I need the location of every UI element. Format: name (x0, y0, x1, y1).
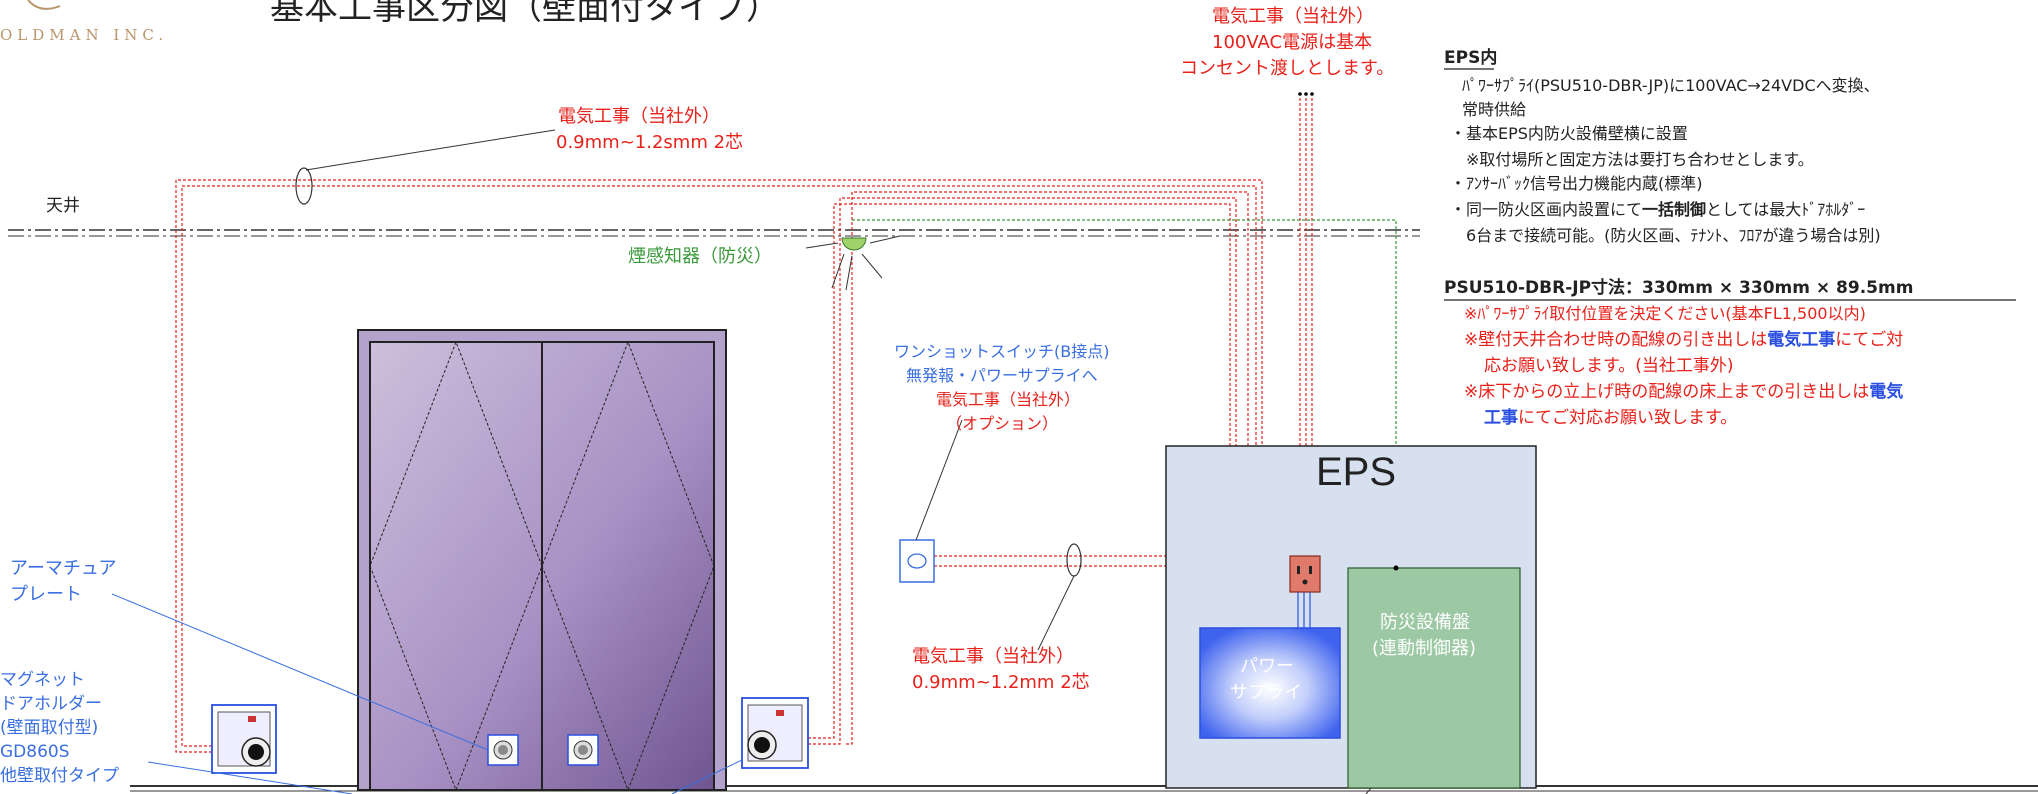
psu-note-1: ※ﾊﾟﾜｰｻﾌﾟﾗｲ取付位置を決定ください(基本FL1,500以内) (1464, 304, 1866, 323)
leader-armature (111, 593, 489, 751)
fire-panel-box (1347, 567, 1521, 789)
ceiling-label: 天井 (46, 196, 80, 216)
oneshot-label-2: 無発報・パワーサプライへ (906, 366, 1098, 385)
eps-label: EPS (1316, 450, 1397, 494)
power-supply-box (1199, 627, 1341, 739)
eps-note-6-bold: 一括制御 (1642, 200, 1707, 219)
panel-connect-dot (1393, 565, 1399, 571)
psu-note-3: 応お願い致します。(当社工事外) (1484, 356, 1734, 376)
oneshot-label-4: （オプション） (946, 414, 1059, 433)
elec-right-label-3: コンセント渡しとします。 (1180, 58, 1395, 79)
panel-label-2: (連動制御器) (1372, 638, 1477, 659)
ceiling-line (8, 229, 1420, 237)
armature-label-2: プレート (10, 584, 82, 605)
magnet-door-holder-left-icon (211, 704, 277, 774)
elec-top-label-1: 電気工事（当社外） (558, 106, 720, 127)
armature-label-1: アーマチュア (10, 558, 117, 579)
outlet-cable (1297, 592, 1311, 628)
oneshot-switch-icon (899, 539, 935, 583)
eps-note-7: 6台まで接続可能。(防火区画、ﾃﾅﾝﾄ、ﾌﾛｱが違う場合は別) (1466, 226, 1881, 245)
magnet-label-3: (壁面取付型) (0, 718, 99, 738)
cable-marker-top (295, 167, 313, 205)
double-door (357, 329, 727, 792)
armature-plate-right-icon (567, 734, 599, 766)
psu-note-2: ※壁付天井合わせ時の配線の引き出しは電気工事にてご対 (1464, 330, 1903, 350)
elec-mid-label-1: 電気工事（当社外） (912, 646, 1074, 667)
panel-label-1: 防災設備盤 (1380, 612, 1470, 633)
psu-note-2-post: にてご対 (1835, 330, 1904, 350)
leader-mid (1037, 575, 1075, 651)
eps-notes-heading: EPS内 (1444, 48, 1498, 68)
smoke-detector-icon (805, 235, 901, 291)
leader-oneshot (915, 419, 963, 541)
magnet-label-5: 他壁取付タイプ (0, 766, 119, 786)
psu-note-5-kw: 工事 (1484, 408, 1518, 428)
magnet-door-holder-right-icon (741, 697, 809, 769)
elec-right-label-1: 電気工事（当社外） (1212, 6, 1374, 27)
magnet-label-2: ドアホルダー (0, 694, 102, 714)
leader-top (305, 129, 556, 171)
elec-mid-label-2: 0.9mm~1.2mm 2芯 (912, 672, 1090, 693)
psu-note-4-pre: ※床下からの立上げ時の配線の床上までの引き出しは (1464, 382, 1870, 402)
eps-note-4: ※取付場所と固定方法は要打ち合わせとします。 (1466, 150, 1814, 169)
eps-note-3: ・基本EPS内防火設備壁横に設置 (1450, 124, 1688, 143)
magnet-label-1: マグネット (0, 670, 85, 690)
page-title: 基本工事区分図（壁面付タイプ） (270, 0, 780, 28)
eps-note-5: ・ｱﾝｻｰﾊﾞｯｸ信号出力機能内蔵(標準) (1450, 174, 1703, 193)
power-dots (1298, 92, 1314, 96)
armature-plate-left-icon (487, 734, 519, 766)
red-wire-left-route (175, 179, 1263, 753)
logo-arc-icon (27, 0, 61, 10)
red-wire-inner-route (846, 191, 1249, 745)
psu-note-5: 工事にてご対応お願い致します。 (1484, 408, 1737, 428)
smoke-detector-label: 煙感知器（防災） (628, 246, 772, 267)
psu-note-4: ※床下からの立上げ時の配線の床上までの引き出しは電気 (1464, 382, 1903, 402)
psu-note-4-kw: 電気 (1869, 382, 1904, 402)
oneshot-label-1: ワンショットスイッチ(B接点) (894, 342, 1110, 361)
logo-text: OLDMAN INC. (0, 26, 169, 44)
leader-magnet-left (147, 761, 353, 794)
eps-note-2: 常時供給 (1462, 100, 1527, 119)
leader-magnet-right (671, 759, 743, 794)
oneshot-label-3: 電気工事（当社外） (936, 390, 1081, 409)
elec-right-label-2: 100VAC電源は基本 (1212, 32, 1373, 53)
eps-note-6: ・同一防火区画内設置にて一括制御としては最大ﾄﾞｱﾎﾙﾀﾞｰ (1450, 200, 1865, 219)
eps-note-6-pre: ・同一防火区画内設置にて (1450, 200, 1643, 219)
cable-marker-mid (1066, 543, 1082, 577)
psu-note-5-post: にてご対応お願い致します。 (1518, 408, 1738, 428)
eps-note-6-post: としては最大ﾄﾞｱﾎﾙﾀﾞｰ (1706, 200, 1866, 219)
psu-note-2-kw: 電気工事 (1767, 330, 1836, 350)
elec-top-label-2: 0.9mm~1.2smm 2芯 (556, 132, 744, 153)
power-supply-label-2: サプライ (1230, 682, 1302, 703)
psu-note-2-pre: ※壁付天井合わせ時の配線の引き出しは (1464, 330, 1768, 350)
red-wire-right-route (808, 197, 1237, 745)
power-supply-label-1: パワー (1240, 656, 1294, 677)
psu-notes-heading: PSU510-DBR-JP寸法：330mm × 330mm × 89.5mm (1444, 278, 1914, 298)
eps-note-1: ﾊﾟﾜｰｻﾌﾟﾗｲ(PSU510-DBR-JP)に100VAC→24VDCへ変換… (1462, 76, 1880, 95)
power-outlet-icon (1289, 555, 1321, 593)
magnet-label-4: GD860S (0, 742, 70, 762)
